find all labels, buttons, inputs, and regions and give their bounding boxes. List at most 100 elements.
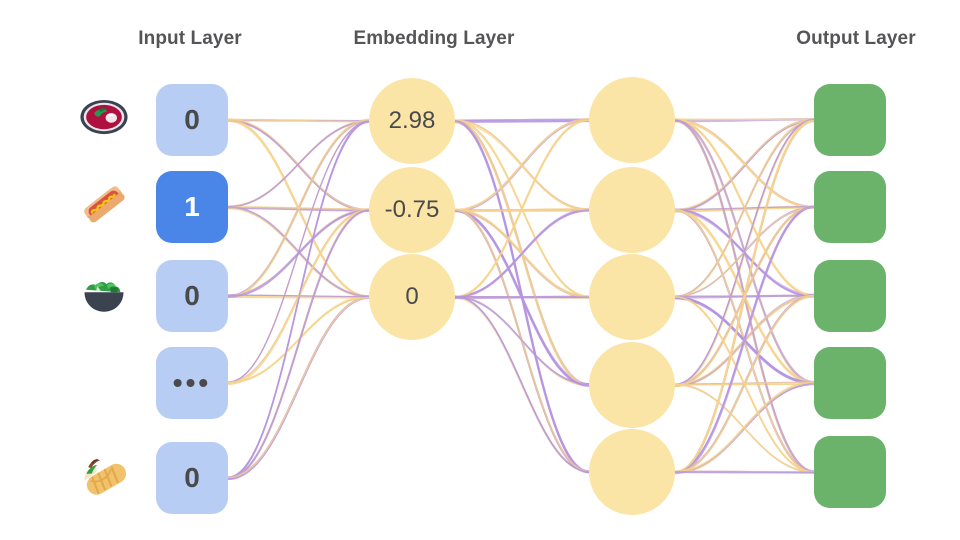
edges-hidden-to-output-strand-0: [673, 118, 816, 474]
edge: [674, 209, 815, 474]
output-node-2[interactable]: [814, 260, 886, 332]
edge: [673, 293, 816, 474]
edge: [673, 205, 816, 387]
edge: [673, 119, 816, 384]
input-node-0[interactable]: 0: [156, 84, 228, 156]
edge: [227, 294, 370, 298]
edge: [674, 118, 815, 386]
edge: [227, 121, 370, 207]
edge: [673, 118, 816, 388]
embedding-node-2[interactable]: 0: [369, 254, 455, 340]
edge: [674, 295, 815, 474]
edges-hidden-to-output-strand-1: [673, 118, 816, 474]
edge: [673, 206, 816, 212]
edge: [674, 118, 815, 473]
input-node-value: 0: [184, 104, 200, 135]
edge: [674, 119, 815, 209]
input-node-4[interactable]: 0: [156, 442, 228, 514]
edge: [674, 120, 815, 298]
burrito-icon: [78, 449, 136, 507]
edge: [674, 118, 815, 385]
edge: [674, 205, 815, 473]
input-node-3[interactable]: •••: [156, 347, 228, 419]
edge: [674, 381, 815, 472]
hidden-node-2[interactable]: [589, 254, 675, 340]
edge: [454, 119, 590, 212]
edge: [454, 208, 590, 297]
edge: [226, 206, 371, 298]
edge: [673, 209, 816, 473]
edge: [673, 209, 816, 297]
edge: [453, 209, 591, 298]
hidden-node-1[interactable]: [589, 167, 675, 253]
edge: [454, 209, 590, 299]
edge: [673, 205, 816, 475]
edge: [673, 296, 816, 385]
edge: [674, 207, 815, 297]
edge: [674, 119, 815, 298]
edge: [454, 295, 590, 473]
edge: [674, 209, 815, 384]
edge: [673, 118, 816, 123]
edge: [226, 295, 371, 299]
edge: [454, 119, 590, 297]
edge: [674, 118, 815, 208]
edge: [226, 119, 371, 123]
edge: [454, 296, 590, 386]
edge: [226, 208, 371, 386]
embedding-node-value: -0.75: [384, 196, 440, 223]
input-node-2[interactable]: 0: [156, 260, 228, 332]
edge: [674, 119, 815, 211]
edge: [453, 120, 591, 387]
edge: [454, 295, 590, 299]
edge: [454, 119, 590, 298]
edge: [674, 118, 815, 383]
output-node-1[interactable]: [814, 171, 886, 243]
edge: [227, 118, 370, 122]
edge: [673, 119, 816, 212]
hidden-node-0[interactable]: [589, 77, 675, 163]
edge: [674, 208, 815, 385]
output-node-4[interactable]: [814, 436, 886, 508]
output-node-3[interactable]: [814, 347, 886, 419]
edge: [674, 381, 815, 385]
edge: [227, 209, 370, 383]
edge: [454, 209, 590, 474]
edge: [227, 296, 370, 478]
edge: [454, 120, 590, 299]
edge: [453, 120, 591, 474]
embedding-node-0[interactable]: 2.98: [369, 78, 455, 164]
edge: [227, 120, 370, 478]
input-node-1[interactable]: 1: [156, 171, 228, 243]
edge: [227, 120, 370, 297]
edge: [453, 296, 591, 473]
edge: [454, 118, 590, 121]
layer-title-output-layer: Output Layer: [796, 28, 916, 49]
hidden-node-4[interactable]: [589, 429, 675, 515]
edge: [453, 120, 591, 211]
embedding-node-1[interactable]: -0.75: [369, 167, 455, 253]
edge: [673, 382, 816, 474]
input-node-value: 0: [184, 280, 200, 311]
edge: [454, 208, 590, 473]
edge: [453, 209, 591, 299]
edge: [674, 118, 815, 385]
edge: [227, 121, 370, 383]
edge: [453, 118, 591, 299]
edge: [227, 295, 370, 384]
hot-dog-icon: [78, 178, 136, 236]
output-node-0[interactable]: [814, 84, 886, 156]
green-salad-icon: [78, 267, 136, 325]
edge: [673, 119, 816, 209]
hidden-node-3[interactable]: [589, 342, 675, 428]
edge: [454, 209, 590, 298]
edge: [673, 294, 816, 299]
edge: [454, 118, 590, 121]
edge: [454, 118, 590, 211]
edge: [227, 119, 370, 478]
input-node-value: 0: [184, 462, 200, 493]
edge: [227, 121, 370, 383]
edge: [227, 206, 370, 211]
embedding-node-value: 2.98: [388, 107, 436, 134]
